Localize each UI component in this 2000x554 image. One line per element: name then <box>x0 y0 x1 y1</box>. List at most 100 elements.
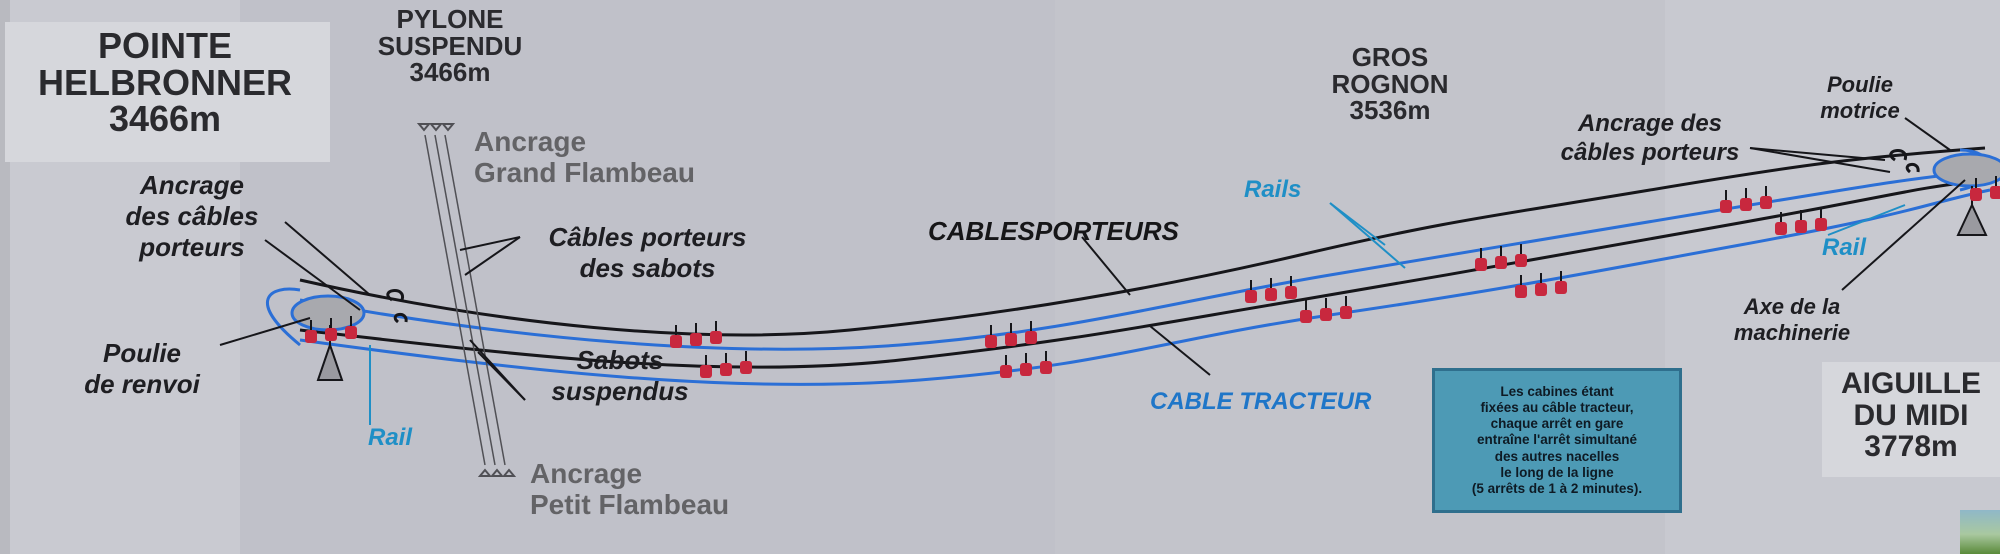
label-rail-right: Rail <box>1822 234 1867 261</box>
cables-porteurs-part-a: CABLES <box>928 216 1035 246</box>
cabin-icon <box>1495 256 1507 269</box>
poulie-renvoi-line1: Poulie <box>102 338 181 368</box>
ancrage-grand-line2: Grand Flambeau <box>474 157 695 189</box>
cabin-icon <box>1040 361 1052 374</box>
station-helbronner-title: POINTE HELBRONNER 3466m <box>5 25 325 140</box>
cabin-icon <box>1990 186 2000 199</box>
pylone-line2: SUSPENDU <box>377 30 523 61</box>
cabin-icon <box>720 363 732 376</box>
cabin-icon <box>1265 288 1277 301</box>
cabin-icon <box>1720 200 1732 213</box>
ancrage-petit-line1: Ancrage <box>530 458 643 489</box>
cabin-icon <box>1320 308 1332 321</box>
cabin-icon <box>1515 285 1527 298</box>
helbronner-line1: POINTE <box>97 25 232 66</box>
poulie-motrice-line2: motrice <box>1820 98 1900 124</box>
cabin-icon <box>1285 286 1297 299</box>
axe-line1: Axe de la <box>1743 294 1841 319</box>
gros-rognon-altitude: 3536m <box>1349 95 1431 126</box>
info-box: Les cabines étant fixées au câble tracte… <box>1432 368 1682 513</box>
cabin-icon <box>1555 281 1567 294</box>
cabin-icon <box>690 333 702 346</box>
label-cables-porteurs: CABLESPORTEURS <box>928 216 1179 247</box>
cabin-icon <box>710 331 722 344</box>
cabin-icon <box>1760 196 1772 209</box>
cables-sabots-line1: Câbles porteurs <box>548 222 747 252</box>
cabin-icon <box>1245 290 1257 303</box>
cabin-icon <box>1000 365 1012 378</box>
cabins <box>305 176 2000 378</box>
aiguille-line2: DU MIDI <box>1853 398 1969 432</box>
label-cable-tracteur: CABLE TRACTEUR <box>1150 388 1372 415</box>
info-box-text: Les cabines étant fixées au câble tracte… <box>1471 383 1643 496</box>
ancrage-left-line1: Ancrage <box>139 170 245 200</box>
cables-sabots-line2: des sabots <box>579 253 716 284</box>
leader-lines <box>219 117 1966 401</box>
label-cables-porteurs-sabots: Câbles porteurs des sabots <box>525 222 770 284</box>
cabin-icon <box>1740 198 1752 211</box>
cabin-icon <box>1795 220 1807 233</box>
ancrage-left-line3: porteurs <box>139 232 245 263</box>
cabin-icon <box>985 335 997 348</box>
helbronner-altitude: 3466m <box>108 98 222 140</box>
helbronner-line2: HELBRONNER <box>37 61 292 103</box>
aiguille-title-box <box>1822 362 2000 477</box>
ancrage-left-line2: des câbles <box>125 201 259 232</box>
label-poulie-motrice: Poulie motrice <box>1810 72 1910 125</box>
cabin-icon <box>740 361 752 374</box>
ancrage-right-line2: câbles porteurs <box>1560 138 1740 166</box>
cabin-icon <box>670 335 682 348</box>
background-panel-center <box>240 0 1055 554</box>
return-loop-left <box>266 287 301 347</box>
return-pulley-icon <box>290 294 366 332</box>
cabin-icon <box>1300 310 1312 323</box>
helbronner-title-box <box>5 22 330 162</box>
haul-cable-lower <box>299 188 1991 386</box>
label-sabots-suspendus: Sabots suspendus <box>540 345 700 407</box>
cabin-icon <box>345 326 357 339</box>
label-rail-left: Rail <box>368 424 413 451</box>
gros-rognon-line1: GROS <box>1351 42 1429 72</box>
ancrage-grand-line1: Ancrage <box>474 126 587 157</box>
station-aiguille-title: AIGUILLE DU MIDI 3778m <box>1822 368 2000 463</box>
anchor-loops-right <box>1889 149 1920 174</box>
axe-line2: machinerie <box>1733 320 1851 346</box>
anchor-teardrops-top <box>416 123 456 132</box>
cabin-icon <box>325 328 337 341</box>
label-ancrage-petit-flambeau: Ancrage Petit Flambeau <box>530 458 729 521</box>
drive-pulley-icon <box>1932 152 2000 188</box>
anchor-teardrops-bottom <box>477 468 517 477</box>
pylon-cables <box>424 134 506 466</box>
cables-porteurs-part-b: PORTEURS <box>1034 216 1179 246</box>
cabin-icon <box>1340 306 1352 319</box>
cabin-icon <box>1535 283 1547 296</box>
cabin-icon <box>1775 222 1787 235</box>
aiguille-line1: AIGUILLE <box>1841 367 1981 400</box>
cabin-icon <box>1815 218 1827 231</box>
cabin-icon <box>1475 258 1487 271</box>
carrier-cable-lower <box>299 178 1986 369</box>
haul-cable-upper <box>299 168 1991 351</box>
label-ancrage-cables-left: Ancrage des câbles porteurs <box>112 170 272 264</box>
cabin-icon <box>1020 363 1032 376</box>
cabin-icon <box>700 365 712 378</box>
sabots-line2: suspendus <box>551 376 689 407</box>
cabin-icon <box>1515 254 1527 267</box>
photo-edge-shadow <box>0 0 10 554</box>
sabots-line1: Sabots <box>576 345 664 375</box>
leader-lines-blue <box>369 202 1906 425</box>
station-gros-rognon-title: GROS ROGNON 3536m <box>1290 44 1490 124</box>
cabin-icon <box>1005 333 1017 346</box>
pylone-altitude: 3466m <box>409 57 491 88</box>
label-axe-machinerie: Axe de la machinerie <box>1722 294 1862 347</box>
label-poulie-renvoi: Poulie de renvoi <box>72 338 212 400</box>
poulie-renvoi-line2: de renvoi <box>84 369 200 400</box>
poulie-motrice-line1: Poulie <box>1826 72 1893 97</box>
ancrage-right-line1: Ancrage des <box>1577 110 1723 137</box>
pylone-line1: PYLONE <box>396 4 504 34</box>
label-rails-middle: Rails <box>1244 176 1302 203</box>
label-ancrage-grand-flambeau: Ancrage Grand Flambeau <box>474 126 695 189</box>
station-pylone-title: PYLONE SUSPENDU 3466m <box>340 6 560 86</box>
